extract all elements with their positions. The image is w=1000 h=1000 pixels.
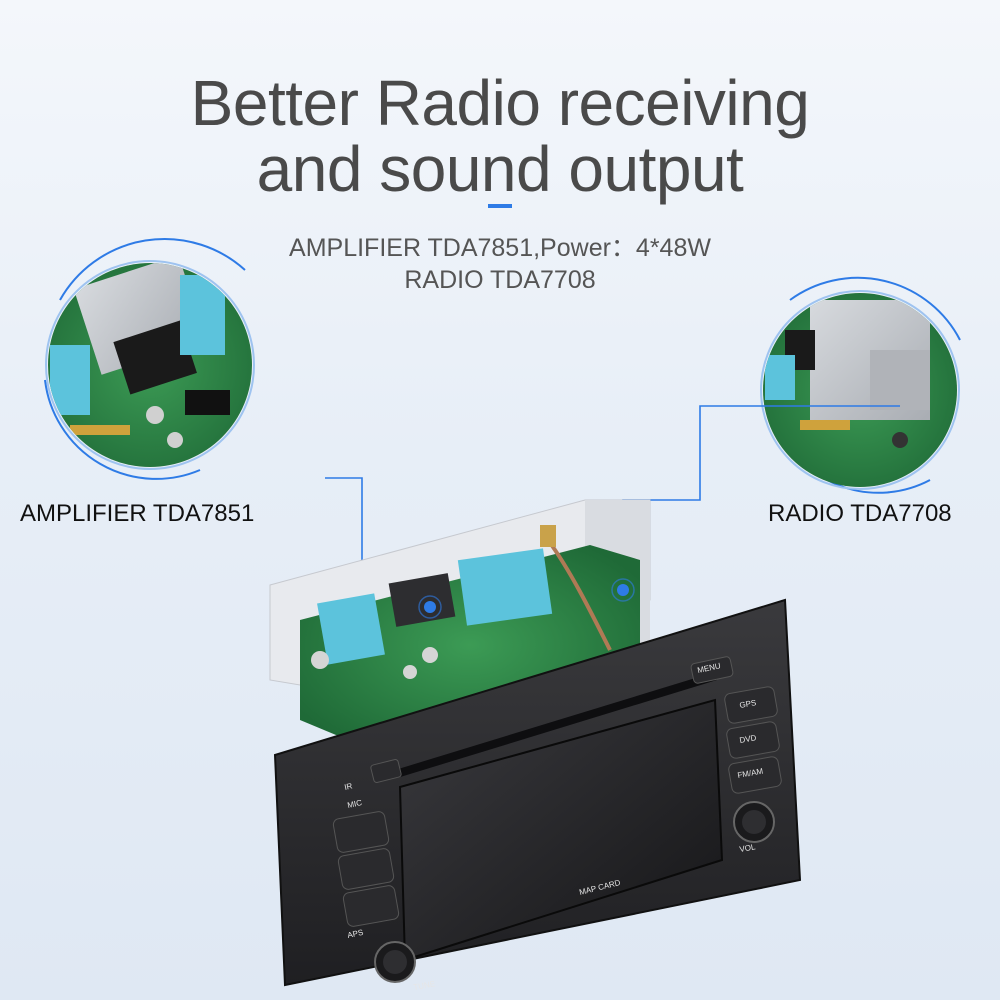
gps-button-label: GPS bbox=[739, 698, 757, 710]
mic-label: MIC bbox=[347, 798, 363, 810]
accent-divider bbox=[488, 204, 512, 208]
vol-knob-label: VOL bbox=[739, 842, 757, 854]
head-unit-chassis bbox=[269, 499, 651, 745]
spec-line-amplifier: AMPLIFIER TDA7851,Power：4*48W bbox=[289, 234, 711, 262]
headline-line-1: Better Radio receiving bbox=[190, 67, 810, 139]
amplifier-callout-label: AMPLIFIER TDA7851 bbox=[20, 500, 255, 527]
spec-text: AMPLIFIER TDA7851,Power：4*48W RADIO TDA7… bbox=[0, 232, 1000, 296]
headline-line-2: and sound output bbox=[256, 133, 744, 205]
radio-callout-label: RADIO TDA7708 bbox=[768, 500, 952, 527]
radio-zoom-image bbox=[763, 293, 957, 487]
ir-label: IR bbox=[344, 781, 354, 792]
headline: Better Radio receiving and sound output bbox=[0, 70, 1000, 202]
tune-knob-label: TUNE bbox=[413, 979, 436, 992]
head-unit-front bbox=[273, 598, 802, 987]
amplifier-zoom-rings bbox=[44, 237, 255, 480]
dvd-button-label: DVD bbox=[739, 733, 757, 745]
fm-am-button-label: FM/AM bbox=[737, 767, 764, 780]
highlight-markers bbox=[418, 578, 635, 619]
aps-label: APS bbox=[347, 928, 365, 940]
amplifier-zoom-image bbox=[48, 263, 252, 467]
spec-line-radio: RADIO TDA7708 bbox=[404, 266, 596, 294]
